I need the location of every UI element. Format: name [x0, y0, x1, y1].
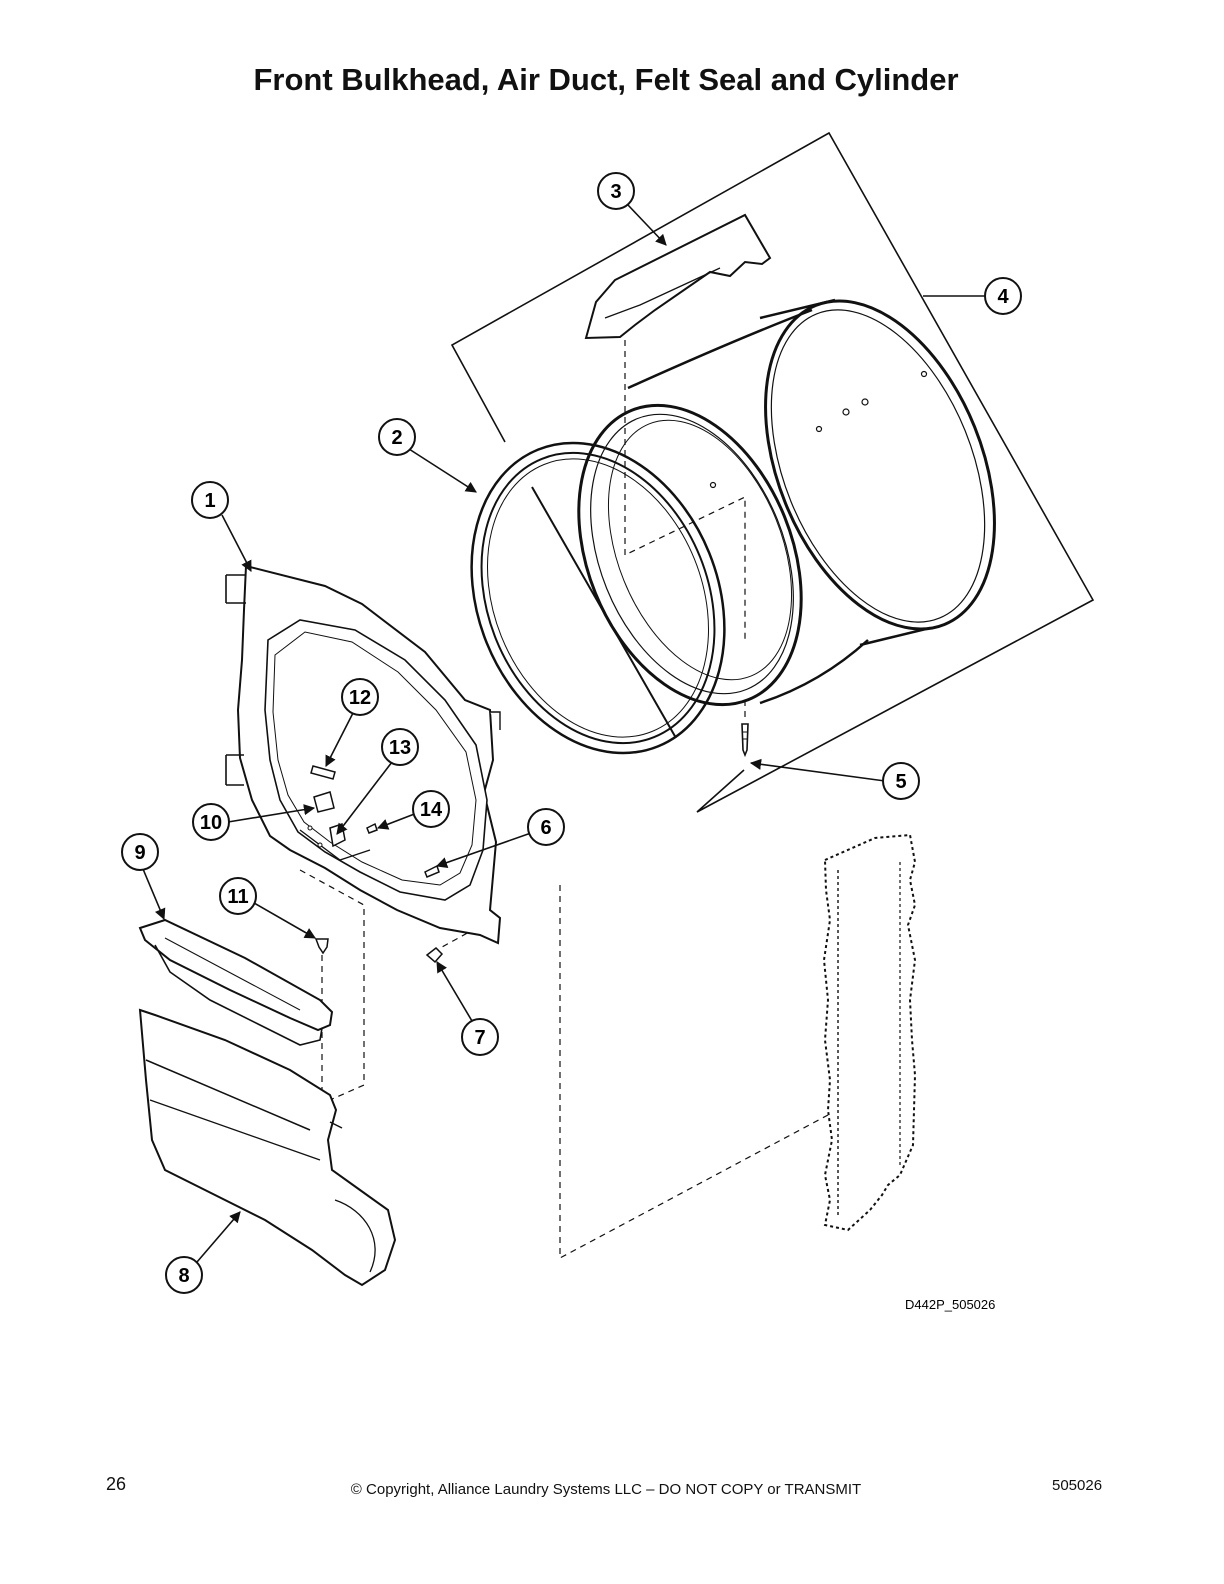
- drawing-code: D442P_505026: [905, 1297, 995, 1312]
- part-5-screw: [741, 723, 749, 758]
- document-number: 505026: [1052, 1477, 1103, 1494]
- leader-lines: [142, 204, 985, 1263]
- callout-labels: 1 2 3 4 5 6 7 8 9 10 11 12 13 14: [134, 181, 1009, 1287]
- callout-9: 9: [134, 842, 145, 864]
- callout-6: 6: [540, 817, 551, 839]
- callout-8: 8: [178, 1265, 189, 1287]
- callout-2: 2: [391, 427, 402, 449]
- callout-3: 3: [610, 181, 621, 203]
- callout-7: 7: [474, 1027, 485, 1049]
- page-number: 26: [106, 1474, 127, 1494]
- part-11-screw: [314, 938, 329, 955]
- part-12-clip: [310, 765, 336, 780]
- callout-10: 10: [200, 812, 222, 834]
- callout-circles: [121, 172, 1022, 1294]
- page-title: Front Bulkhead, Air Duct, Felt Seal and …: [253, 62, 959, 97]
- callout-14: 14: [420, 799, 443, 821]
- part-6-screw: [424, 864, 440, 878]
- part-8-air-duct: [138, 1008, 397, 1287]
- callout-5: 5: [895, 771, 906, 793]
- cabinet-panel-outline: [822, 833, 917, 1232]
- part-3-baffle: [584, 213, 772, 340]
- callout-13: 13: [389, 737, 411, 759]
- callout-4: 4: [997, 286, 1009, 308]
- part-10-bracket: [313, 791, 335, 813]
- part-1-front-bulkhead: [225, 564, 502, 945]
- part-9-lint-screen: [138, 918, 334, 1046]
- cylinder-assembly-bracket: [450, 131, 1095, 813]
- part-2-felt-seal: [470, 441, 726, 755]
- callout-11: 11: [227, 886, 248, 908]
- part-14-screw: [366, 822, 378, 834]
- callout-1: 1: [204, 490, 215, 512]
- copyright-notice: © Copyright, Alliance Laundry Systems LL…: [350, 1481, 862, 1498]
- callout-12: 12: [349, 687, 371, 709]
- part-7-screw: [425, 947, 444, 964]
